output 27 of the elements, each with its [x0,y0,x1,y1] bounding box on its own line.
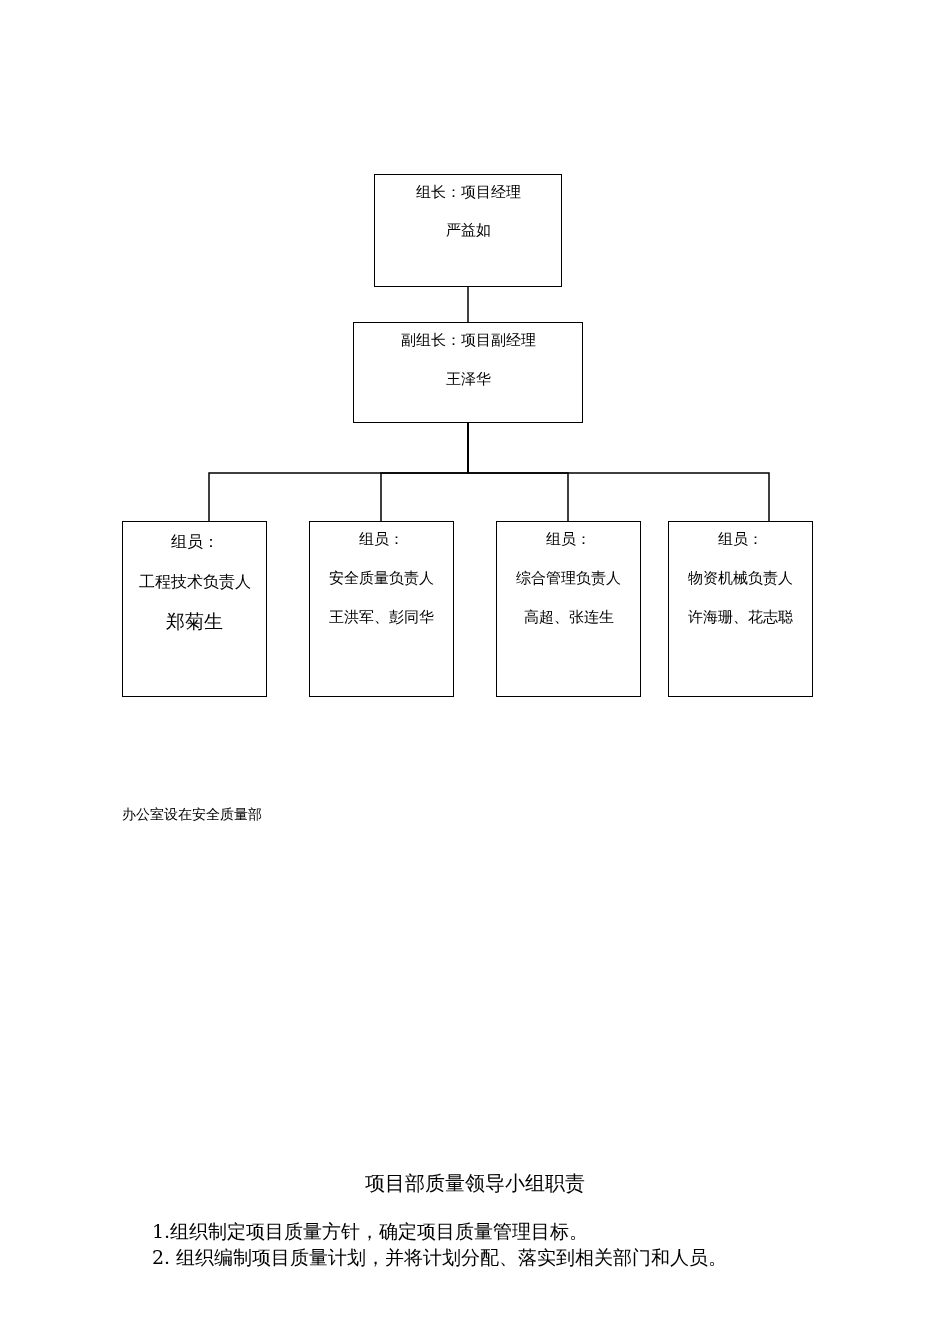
box-text: 组员： [358,530,405,549]
role-box [309,521,454,697]
box-text: 物资机械负责人 [687,569,794,588]
box-text: 组长：项目经理 [414,183,522,202]
box-text: 组员： [545,530,592,549]
box-text: 组员： [717,530,764,549]
box-text: 安全质量负责人 [328,569,435,588]
list-item: 2. 组织编制项目质量计划，并将计划分配、落实到相关部门和人员。 [152,1245,728,1270]
list-item: 1.组织制定项目质量方针，确定项目质量管理目标。 [152,1219,589,1244]
role-box [668,521,813,697]
box-text: 综合管理负责人 [515,569,622,588]
box-text: 王泽华 [444,370,492,389]
box-text: 严益如 [444,221,492,240]
box-text: 副组长：项目副经理 [399,331,537,350]
section-heading: 项目部质量领导小组职责 [365,1170,585,1196]
box-text: 组员： [169,532,220,552]
connector-line [467,286,469,323]
box-text: 高超、张连生 [522,608,615,627]
box-text: 郑菊生 [165,610,224,633]
role-box [496,521,641,697]
box-text: 许海珊、花志聪 [687,608,794,627]
role-box [353,322,583,423]
note-text: 办公室设在安全质量部 [122,805,262,824]
role-box [122,521,267,697]
box-text: 工程技术负责人 [137,572,252,592]
box-text: 王洪军、彭同华 [328,608,435,627]
role-box [374,174,562,287]
